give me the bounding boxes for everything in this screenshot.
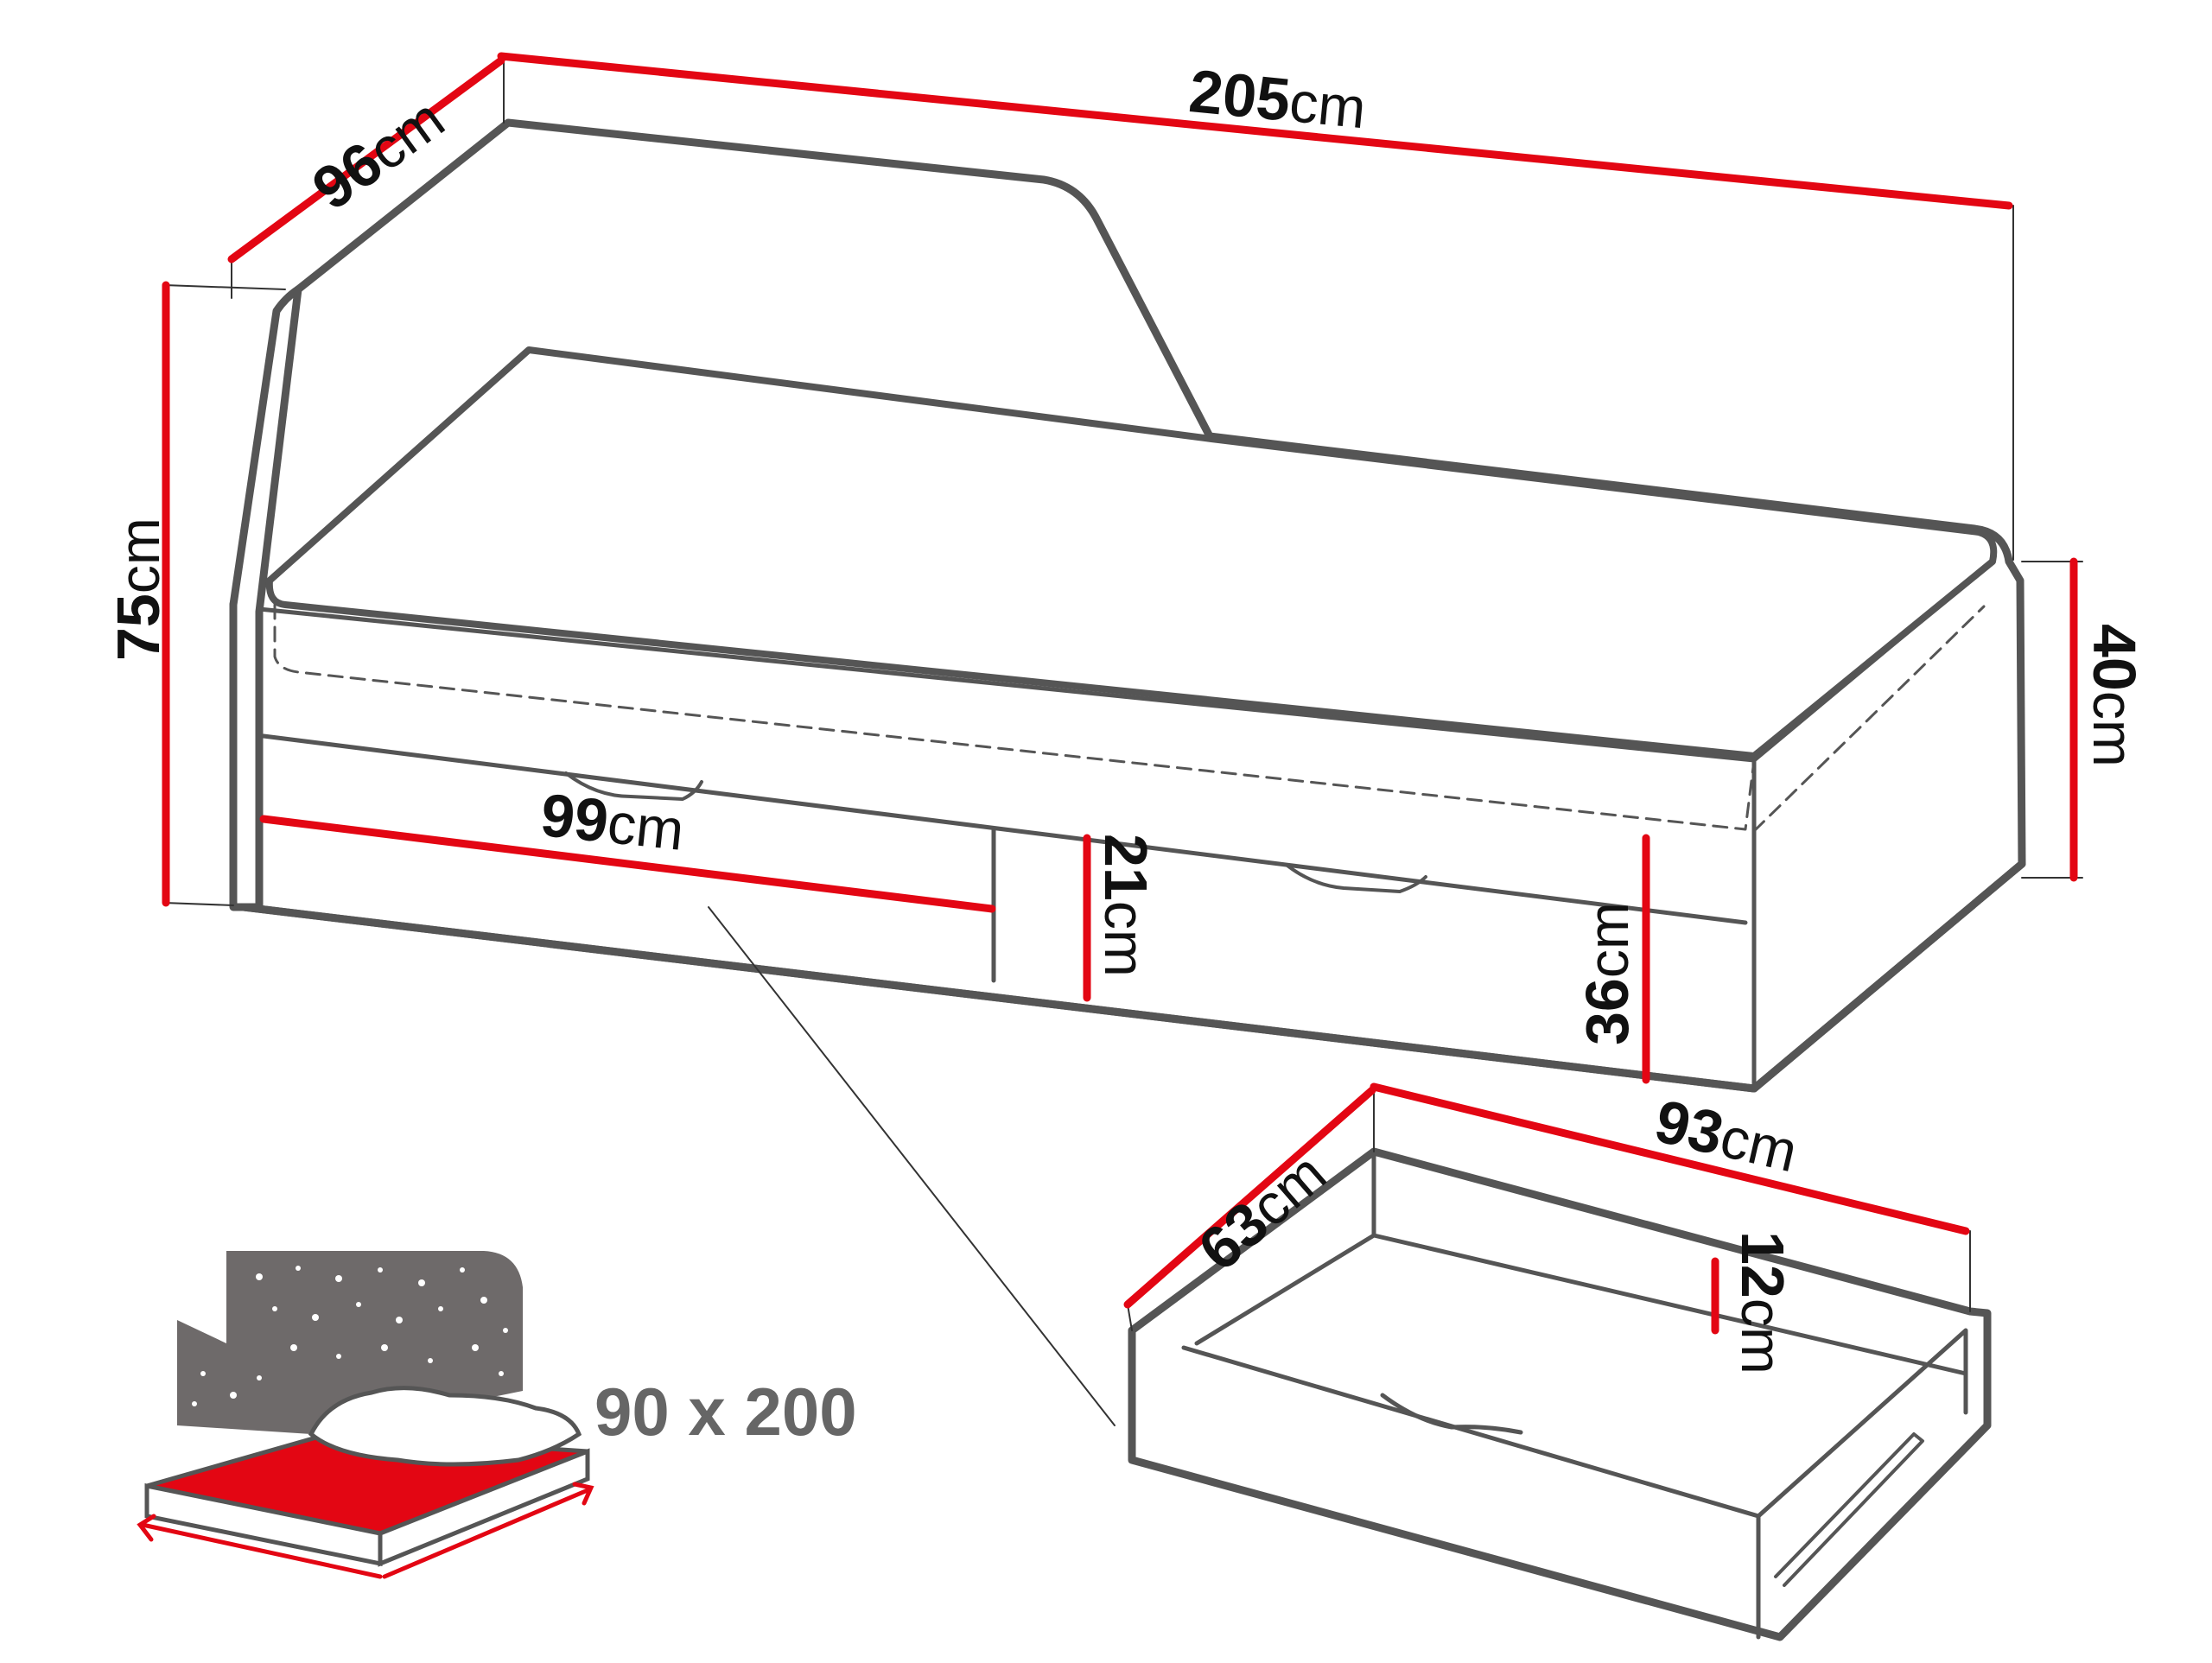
label-side-height: 40cm	[2081, 624, 2148, 767]
label-side-height-unit: cm	[2082, 690, 2145, 767]
label-length-value: 205	[1185, 57, 1294, 134]
star-icons	[192, 1266, 508, 1406]
label-drawer-front-width-unit: cm	[604, 790, 688, 862]
dimline-93	[1370, 1082, 1970, 1235]
label-drawer-front-height-unit: cm	[1093, 900, 1157, 977]
label-base-height-value: 36	[1573, 978, 1641, 1045]
label-side-height-value: 40	[2081, 624, 2148, 691]
left-side-panel	[229, 285, 302, 911]
label-base-height-unit: cm	[1576, 902, 1640, 979]
label-base-height: 36cm	[1573, 902, 1641, 1045]
label-height-value: 75	[105, 593, 172, 661]
label-drawer-front-height: 21cm	[1092, 834, 1160, 977]
drawer-front-cutout	[1380, 1393, 1523, 1435]
label-drawer-inner-height-value: 12	[1729, 1231, 1796, 1298]
drawer-callout-line	[708, 906, 1116, 1426]
bed-dimension-lines	[162, 52, 2083, 1426]
drawer-outline	[1128, 1147, 1992, 1641]
drawer-runner	[1774, 1432, 1924, 1587]
bed-outline	[229, 118, 2026, 1093]
dimline-99	[259, 815, 996, 913]
label-drawer-inner-height-unit: cm	[1730, 1298, 1794, 1374]
label-drawer-front-width-value: 99	[537, 781, 612, 855]
drawer-front-left	[261, 733, 1748, 983]
drawer-handle-right	[1286, 864, 1427, 893]
dimline-205	[497, 52, 2013, 210]
mattress-size-arrows	[137, 1482, 594, 1579]
label-drawer-front-width: 99cm	[537, 781, 688, 862]
mattress-size-label: 90 x 200	[594, 1374, 857, 1450]
label-height: 75cm	[105, 517, 172, 661]
drawer-box	[1128, 1147, 1992, 1641]
dimline-63	[1123, 1086, 1376, 1309]
extension-lines	[163, 55, 2083, 1426]
front-rail	[257, 559, 1995, 1091]
dimline-96	[227, 56, 505, 263]
label-drawer-front-height-value: 21	[1092, 834, 1160, 901]
red-dimension-lines	[162, 52, 2078, 1084]
mattress-icon	[137, 1251, 594, 1579]
pillow	[308, 1386, 582, 1467]
label-drawer-inner-height: 12cm	[1729, 1231, 1796, 1374]
label-length-unit: cm	[1287, 69, 1369, 141]
mattress-dashed-edge	[273, 603, 1756, 831]
bed-base-bottom	[239, 860, 2026, 1093]
mattress-dashed-edge-right	[1752, 605, 1986, 833]
drawer-dimension-lines	[1123, 1082, 1971, 1335]
drawer-inner-edges	[1181, 1149, 1968, 1640]
headboard-print	[177, 1251, 523, 1434]
mattress-side	[144, 1448, 590, 1567]
label-height-unit: cm	[107, 517, 171, 594]
drawer-handle-left	[564, 771, 703, 801]
